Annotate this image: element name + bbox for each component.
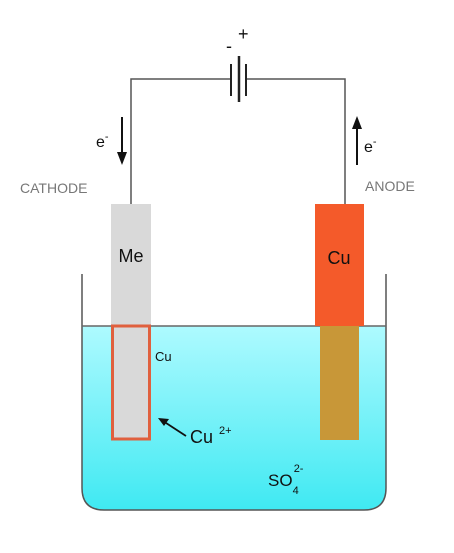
battery-plus-sign: + xyxy=(238,24,249,44)
electron-label-right: e- xyxy=(364,136,377,156)
anode-electrode-submerged xyxy=(320,326,359,440)
cathode-electrode xyxy=(111,204,151,326)
copper-deposit-layer xyxy=(111,324,151,441)
electron-flow-down-arrow-icon xyxy=(117,117,127,165)
cathode-electrode-label: Me xyxy=(118,246,143,266)
sulfate-ion-label: SO42- xyxy=(268,463,304,497)
anode-electrode-label: Cu xyxy=(327,248,350,268)
battery-minus-sign: - xyxy=(226,36,232,56)
anode-label: ANODE xyxy=(365,178,415,194)
battery-icon xyxy=(230,56,247,102)
electron-flow-up-arrow-icon xyxy=(352,116,362,165)
anode-electrode-top xyxy=(315,204,364,326)
ion-pointer-arrow-icon xyxy=(158,418,187,437)
beaker xyxy=(81,274,387,511)
electrolyte-solution xyxy=(82,326,386,510)
electron-label-left: e- xyxy=(96,131,109,151)
circuit-wire xyxy=(130,78,346,205)
deposit-label: Cu xyxy=(155,349,172,364)
cathode-label: CATHODE xyxy=(20,180,87,196)
